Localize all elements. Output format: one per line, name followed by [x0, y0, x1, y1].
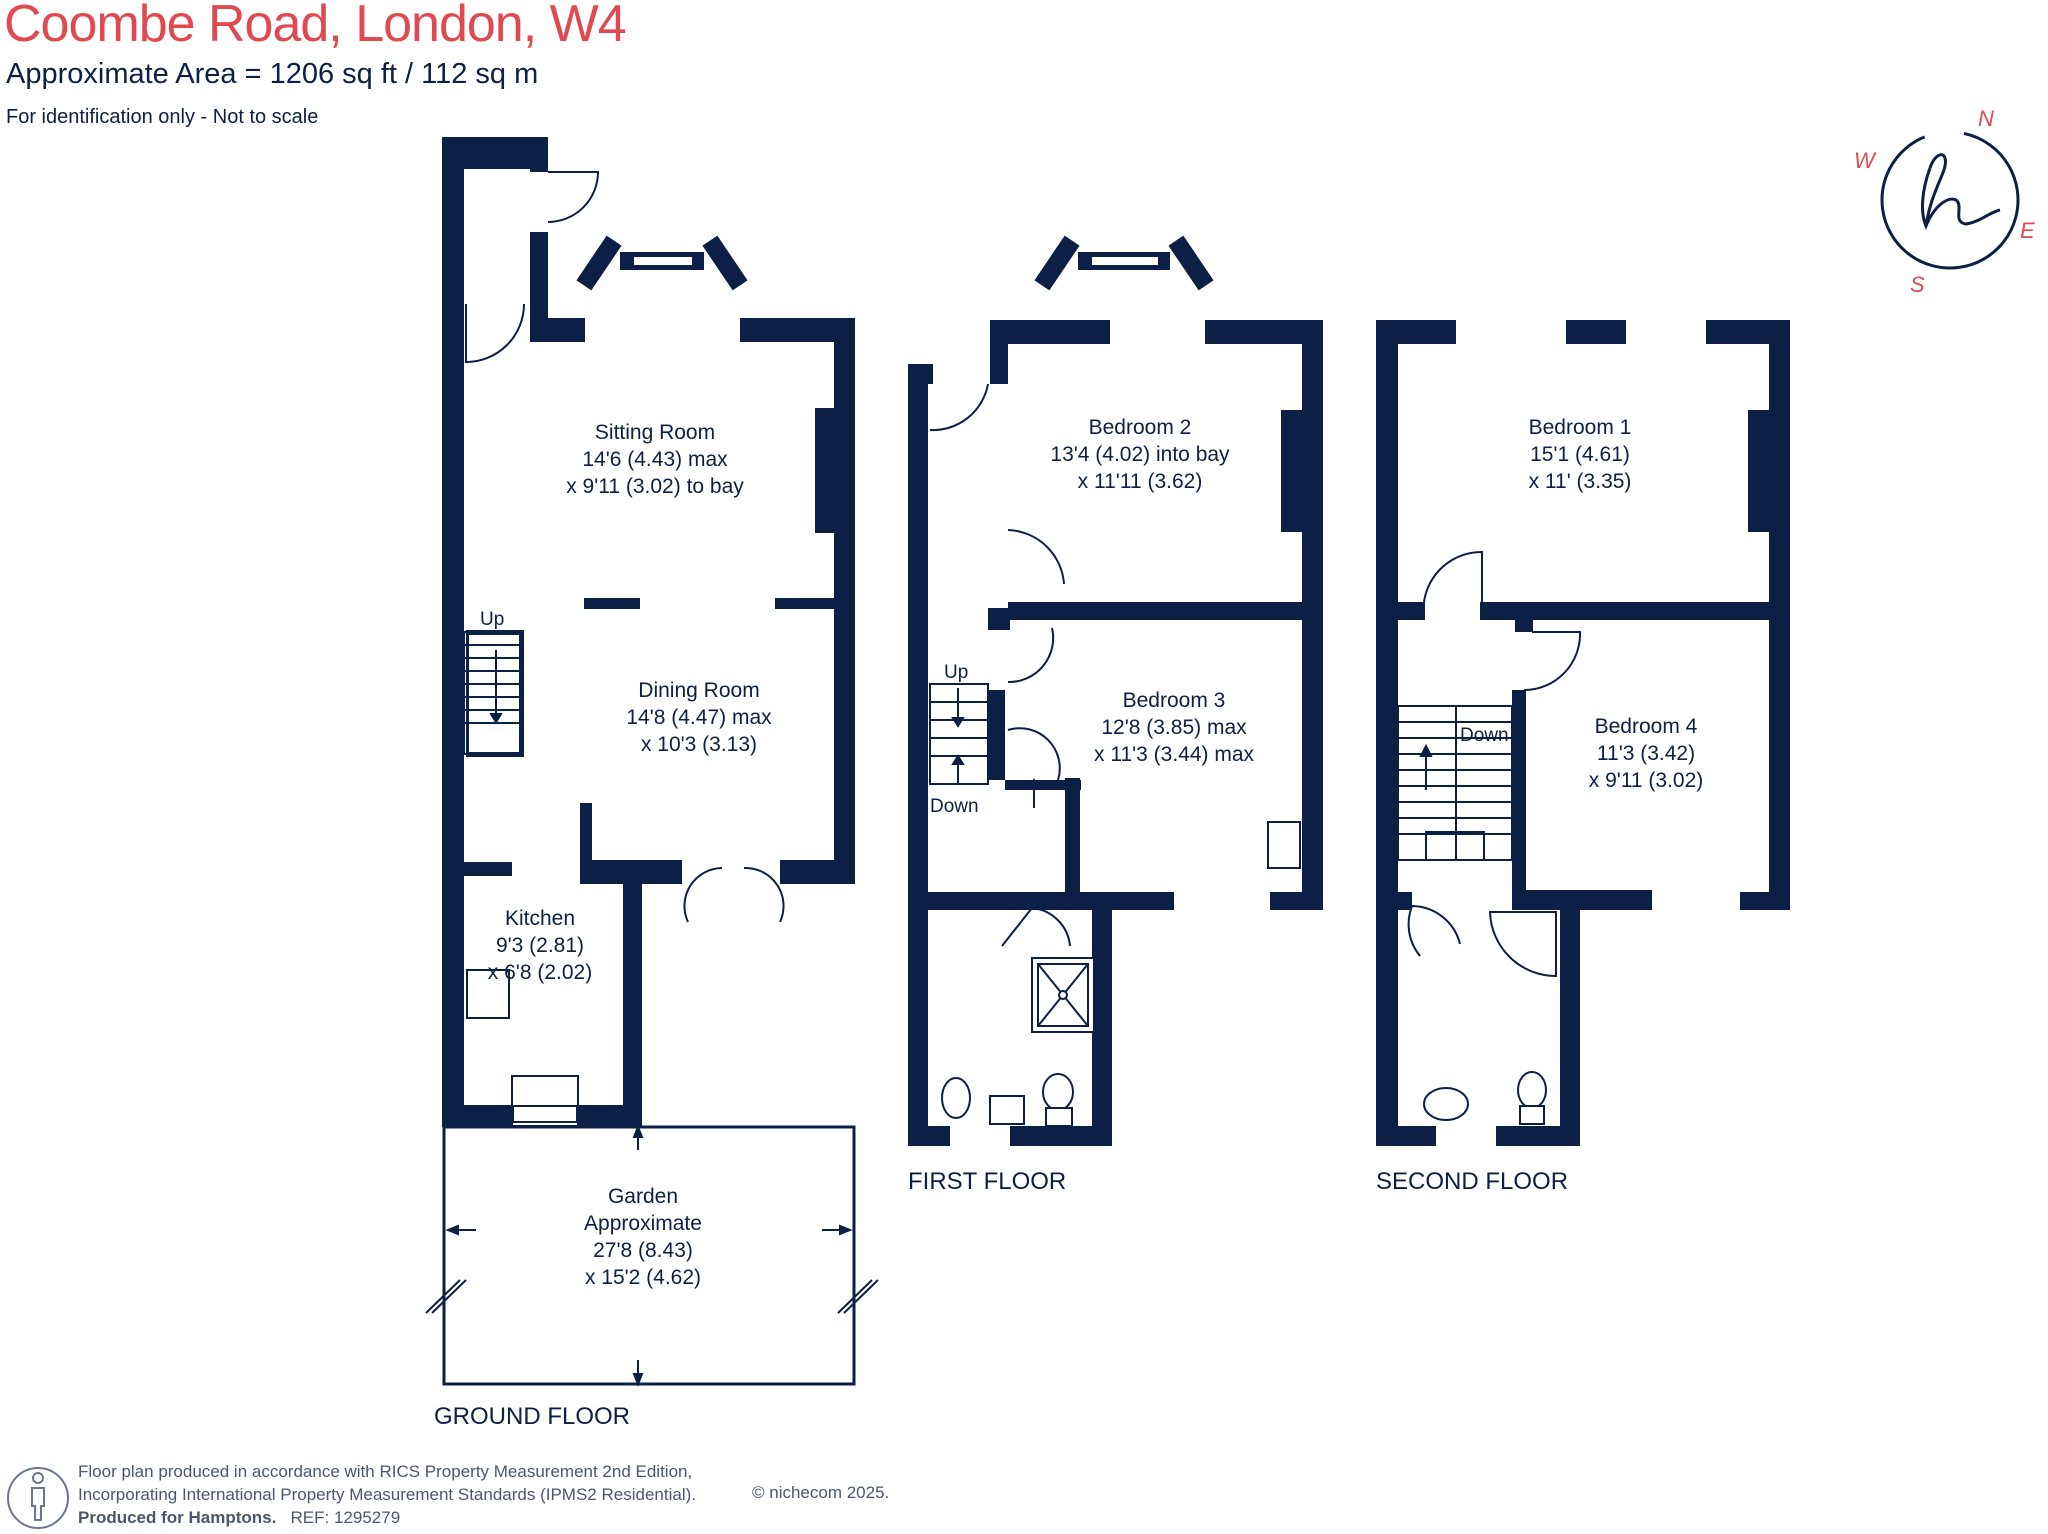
bedroom-3-dim2: x 11'3 (3.44) max [1094, 743, 1255, 766]
garden-dim3: x 15'2 (4.62) [585, 1266, 701, 1289]
bedroom-2-dim1: 13'4 (4.02) into bay [1050, 443, 1230, 466]
bedroom-4-name: Bedroom 4 [1595, 715, 1698, 738]
second-floor-stairs [1397, 705, 1513, 861]
second-floor-doors [1407, 550, 1582, 957]
bedroom-2-dim2: x 11'11 (3.62) [1078, 470, 1203, 493]
sitting-room-dim2: x 9'11 (3.02) to bay [566, 475, 744, 498]
second-floor-bathroom-fixtures [1423, 911, 1557, 1125]
bay-window-ground-glass [634, 257, 692, 265]
bedroom-4-dim1: 11'3 (3.42) [1597, 742, 1695, 765]
compass-s: S [1910, 272, 1925, 297]
footer-produced-for: Produced for Hamptons. [78, 1508, 277, 1527]
copyright: © nichecom 2025. [752, 1483, 890, 1502]
first-floor-doors [929, 383, 1071, 947]
ground-floor-doors [465, 171, 785, 923]
ground-stairs [463, 631, 521, 755]
bedroom-3-dim1: 12'8 (3.85) max [1101, 716, 1247, 739]
ground-stairs-up-label: Up [480, 609, 504, 630]
sitting-room-dim1: 14'6 (4.43) max [582, 448, 728, 471]
bedroom-3-name: Bedroom 3 [1123, 689, 1226, 712]
garden-name: Garden [608, 1185, 678, 1208]
floor-labels: GROUND FLOOR FIRST FLOOR SECOND FLOOR [434, 1168, 1568, 1430]
first-stairs-up-label: Up [944, 662, 968, 683]
identification-note: For identification only - Not to scale [6, 106, 319, 128]
kitchen-name: Kitchen [505, 907, 575, 930]
second-floor-glass [1436, 326, 1740, 1140]
garden-dim2: 27'8 (8.43) [593, 1239, 693, 1262]
bedroom-1-name: Bedroom 1 [1529, 416, 1632, 439]
first-floor-bathroom-fixtures [941, 821, 1301, 1127]
ground-floor-fixtures [466, 633, 579, 1127]
footer-line-3: Produced for Hamptons. REF: 1295279 [78, 1508, 400, 1528]
sitting-room-name: Sitting Room [595, 421, 715, 444]
dining-room-dim1: 14'8 (4.47) max [626, 706, 772, 729]
stair-labels: Up Up Down Down [480, 609, 1509, 817]
first-floor-label: FIRST FLOOR [908, 1168, 1066, 1195]
dining-room-dim2: x 10'3 (3.13) [641, 733, 757, 756]
garden-dimension-arrows [425, 1124, 879, 1387]
dining-room-name: Dining Room [638, 679, 759, 702]
approximate-area: Approximate Area = 1206 sq ft / 112 sq m [6, 58, 539, 90]
garden-dim1: Approximate [584, 1212, 702, 1235]
ground-floor-label: GROUND FLOOR [434, 1403, 630, 1430]
first-floor-glass [950, 257, 1270, 1140]
footer-line-1: Floor plan produced in accordance with R… [78, 1462, 693, 1481]
compass-e: E [2020, 218, 2035, 243]
footer-ref: REF: 1295279 [290, 1508, 401, 1527]
bedroom-1-dim1: 15'1 (4.61) [1530, 443, 1630, 466]
first-stairs-down-label: Down [930, 796, 979, 817]
second-floor-label: SECOND FLOOR [1376, 1168, 1568, 1195]
kitchen-dim2: x 6'8 (2.02) [488, 961, 592, 984]
garden-boundary [442, 1125, 856, 1386]
kitchen-dim1: 9'3 (2.81) [496, 934, 584, 957]
room-labels: Sitting Room 14'6 (4.43) max x 9'11 (3.0… [488, 416, 1703, 1289]
first-floor-stairs [929, 683, 1041, 808]
second-stairs-down-label: Down [1460, 725, 1509, 746]
second-floor-walls [1376, 320, 1790, 1146]
bedroom-2-name: Bedroom 2 [1089, 416, 1192, 439]
compass-n: N [1978, 106, 1994, 131]
bedroom-1-dim2: x 11' (3.35) [1529, 470, 1632, 493]
first-floor-walls [908, 320, 1323, 1146]
compass-logo: N E S W [1854, 106, 2035, 297]
bedroom-4-dim2: x 9'11 (3.02) [1589, 769, 1704, 792]
person-scale-icon [7, 1467, 69, 1529]
page-title: Coombe Road, London, W4 [4, 0, 627, 53]
footer-line-2: Incorporating International Property Mea… [78, 1485, 696, 1504]
compass-w: W [1854, 148, 1877, 173]
